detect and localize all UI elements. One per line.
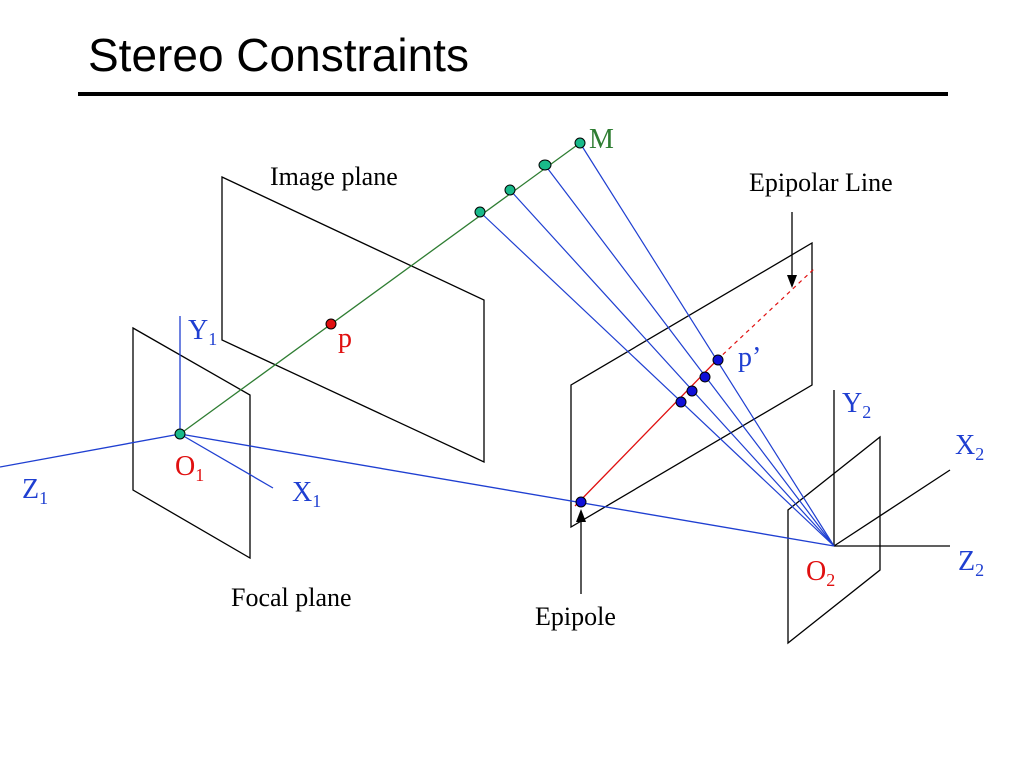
label-p: p bbox=[338, 323, 352, 354]
epipolar-line-extension bbox=[716, 267, 816, 361]
x2-axis bbox=[833, 469, 951, 547]
label-y2: Y2 bbox=[842, 388, 871, 422]
label-p-prime: p’ bbox=[738, 342, 761, 373]
baseline bbox=[179, 433, 835, 547]
point-p bbox=[325, 318, 337, 330]
z1-axis bbox=[0, 433, 181, 468]
label-m: M bbox=[589, 124, 614, 155]
point-green-3 bbox=[504, 184, 516, 196]
epipole-arrowhead bbox=[576, 509, 586, 522]
label-image-plane: Image plane bbox=[270, 162, 398, 191]
label-x1: X1 bbox=[292, 477, 321, 511]
label-x2: X2 bbox=[955, 430, 984, 464]
image-plane-2 bbox=[570, 241, 813, 529]
point-green-4 bbox=[474, 206, 486, 218]
slide-title: Stereo Constraints bbox=[88, 29, 469, 81]
point-epipole bbox=[575, 496, 587, 508]
label-z2: Z2 bbox=[958, 546, 984, 580]
label-o1: O1 bbox=[175, 451, 204, 485]
label-epipole: Epipole bbox=[535, 602, 616, 631]
title-rule bbox=[78, 92, 948, 96]
ray-3 bbox=[509, 189, 835, 547]
label-epipolar-line: Epipolar Line bbox=[749, 168, 893, 197]
ray-4 bbox=[479, 211, 835, 547]
point-blue-2 bbox=[699, 371, 711, 383]
point-o1 bbox=[174, 428, 186, 440]
focal-plane-2 bbox=[787, 435, 881, 645]
point-blue-3 bbox=[686, 385, 698, 397]
ray-m bbox=[579, 142, 835, 547]
point-p-prime bbox=[712, 354, 724, 366]
label-focal-plane: Focal plane bbox=[231, 583, 352, 612]
focal-plane-1 bbox=[132, 326, 251, 560]
ray-2 bbox=[544, 164, 835, 547]
label-z1: Z1 bbox=[22, 474, 48, 508]
x1-axis bbox=[179, 433, 274, 489]
label-o2: O2 bbox=[806, 556, 835, 590]
point-m bbox=[574, 137, 586, 149]
label-y1: Y1 bbox=[188, 315, 217, 349]
epipolar-line-arrowhead bbox=[787, 275, 797, 288]
point-blue-4 bbox=[675, 396, 687, 408]
point-green-2 bbox=[538, 159, 552, 171]
image-plane-1 bbox=[221, 175, 485, 464]
epipolar-line bbox=[574, 359, 718, 507]
